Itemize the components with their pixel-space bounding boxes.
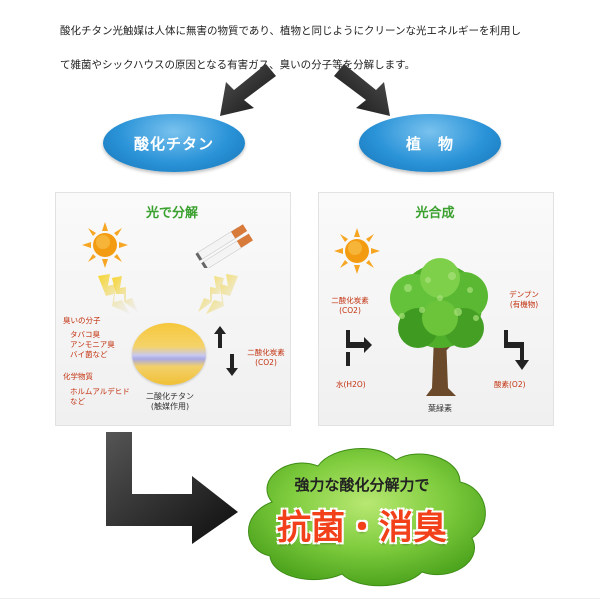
banner-line-2: 抗菌・消臭 [277, 508, 447, 548]
left-co2-label: 二酸化炭素 (CO2) [247, 348, 285, 367]
plant-oval: 植 物 [359, 114, 501, 172]
water-label: 水(H2O) [336, 380, 366, 389]
decomposition-title: 光で分解 [145, 206, 198, 221]
odor-title: 臭いの分子 [63, 316, 101, 325]
tree-icon [390, 258, 488, 396]
decomposition-panel [55, 192, 291, 426]
titanium-oxide-oval: 酸化チタン [103, 114, 245, 172]
banner-line-1: 強力な酸化分解力で [294, 476, 430, 494]
down-right-arrow-icon [334, 64, 390, 116]
catalyst-sphere [132, 323, 206, 385]
up-down-arrows-icon [214, 326, 238, 376]
titanium-oxide-label: 酸化チタン [133, 134, 214, 153]
starch-label: デンプン (有機物) [509, 290, 539, 309]
plant-label: 植 物 [405, 134, 454, 153]
sun-icon [82, 222, 128, 268]
catalyst-label: 二酸化チタン (触媒作用) [146, 392, 194, 411]
right-co2-label: 二酸化炭素 (CO2) [331, 296, 369, 315]
cigarette-icon [195, 224, 253, 268]
divider [0, 598, 600, 599]
lightning-icon [198, 274, 238, 314]
oxygen-label: 酸素(O2) [494, 380, 526, 389]
chlorophyll-label: 葉緑素 [428, 404, 452, 413]
chemical-items: ホルムアルデヒド など [70, 387, 130, 406]
sun-icon [334, 228, 380, 274]
odor-items: タバコ臭 アンモニア臭 バイ菌など [70, 330, 115, 359]
bent-arrow-icon [106, 432, 238, 544]
down-left-arrow-icon [220, 64, 276, 116]
result-banner-cloud [248, 448, 486, 587]
chemical-title: 化学物質 [63, 372, 93, 381]
intro-line-2: て雑菌やシックハウスの原因となる有害ガス、臭いの分子等を分解します。 [60, 59, 416, 71]
bent-arrow-icon [346, 330, 372, 366]
lightning-icon [98, 274, 138, 314]
intro-line-1: 酸化チタン光触媒は人体に無害の物質であり、植物と同じようにクリーンな光エネルギー… [60, 25, 521, 37]
photosynthesis-title: 光合成 [415, 206, 455, 221]
intro-text: 酸化チタン光触媒は人体に無害の物質であり、植物と同じようにクリーンな光エネルギー… [60, 6, 560, 91]
bent-arrow-icon [504, 330, 529, 370]
